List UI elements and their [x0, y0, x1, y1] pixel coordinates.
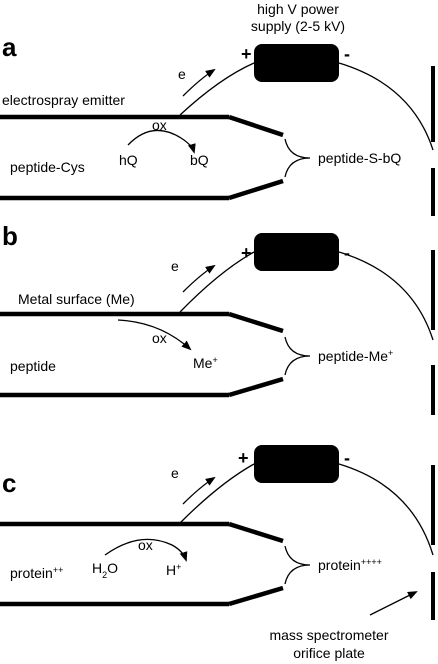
wire-to-emitter: [179, 251, 255, 313]
surface-label: electrospray emitter: [2, 92, 125, 108]
ion-label: peptide-S-bQ: [318, 150, 401, 166]
power-supply-title-line2: supply (2-5 kV): [251, 18, 345, 34]
minus-sign: -: [344, 448, 350, 468]
ox-label: ox: [138, 537, 153, 553]
minus-sign: -: [344, 44, 350, 64]
product-label: bQ: [190, 152, 209, 168]
product-label: Me+: [193, 355, 218, 371]
ion-label: protein++++: [318, 557, 382, 573]
ox-arrow: [104, 538, 188, 562]
ox-label: ox: [152, 117, 167, 133]
product-label: H+: [166, 562, 181, 578]
panel-letter: b: [2, 221, 18, 251]
power-supply-box: [254, 233, 339, 271]
ox-arrow: [127, 129, 196, 154]
panel-c: c + - e protein++ H2O ox H+ protein++++: [0, 445, 434, 607]
panel-a: a + - e electrospray emitter peptide-Cys…: [0, 32, 434, 201]
wire-to-plate: [338, 62, 434, 151]
solution-label: protein++: [10, 565, 63, 581]
emitter-top-tip: [228, 521, 284, 544]
plus-sign: +: [241, 44, 252, 64]
orifice-label-line1: mass spectrometer: [269, 627, 388, 643]
emitter-bottom-tip: [228, 585, 284, 607]
panel-letter: c: [2, 468, 16, 498]
panel-letter: a: [2, 32, 17, 62]
electron-label: e: [178, 66, 186, 82]
electron-label: e: [171, 258, 179, 274]
panel-b: b + - e Metal surface (Me) peptide ox Me…: [0, 221, 434, 398]
ion-label: peptide-Me+: [318, 348, 393, 364]
ox-label: ox: [152, 330, 167, 346]
emitter-bottom-tip: [228, 178, 284, 201]
power-supply-title-line1: high V power: [257, 1, 339, 17]
emitter-top-tip: [228, 311, 284, 334]
plus-sign: +: [238, 448, 249, 468]
reactant-label: hQ: [119, 152, 138, 168]
spray-brace: [284, 545, 311, 585]
power-supply-box: [254, 44, 339, 82]
spray-brace: [284, 336, 311, 376]
surface-label: Metal surface (Me): [18, 291, 135, 307]
emitter-top-tip: [228, 114, 284, 138]
emitter-bottom-tip: [228, 376, 284, 398]
electron-arrow: [182, 476, 216, 505]
power-supply-box: [254, 445, 339, 483]
solution-label: peptide-Cys: [10, 159, 85, 175]
electron-label: e: [171, 465, 179, 481]
orifice-arrow: [369, 591, 418, 616]
solution-label: peptide: [10, 358, 56, 374]
wire-to-emitter: [179, 62, 255, 116]
plus-sign: +: [241, 243, 252, 263]
ox-arrow: [117, 319, 192, 351]
electron-arrow: [182, 264, 216, 293]
wire-to-emitter: [179, 463, 255, 524]
minus-sign: -: [344, 243, 350, 263]
wire-to-plate: [338, 251, 434, 341]
orifice-label-line2: orifice plate: [293, 645, 365, 661]
spray-brace: [284, 138, 311, 178]
wire-to-plate: [338, 463, 434, 556]
electron-arrow: [182, 68, 216, 97]
reactant-label: H2O: [92, 560, 118, 580]
